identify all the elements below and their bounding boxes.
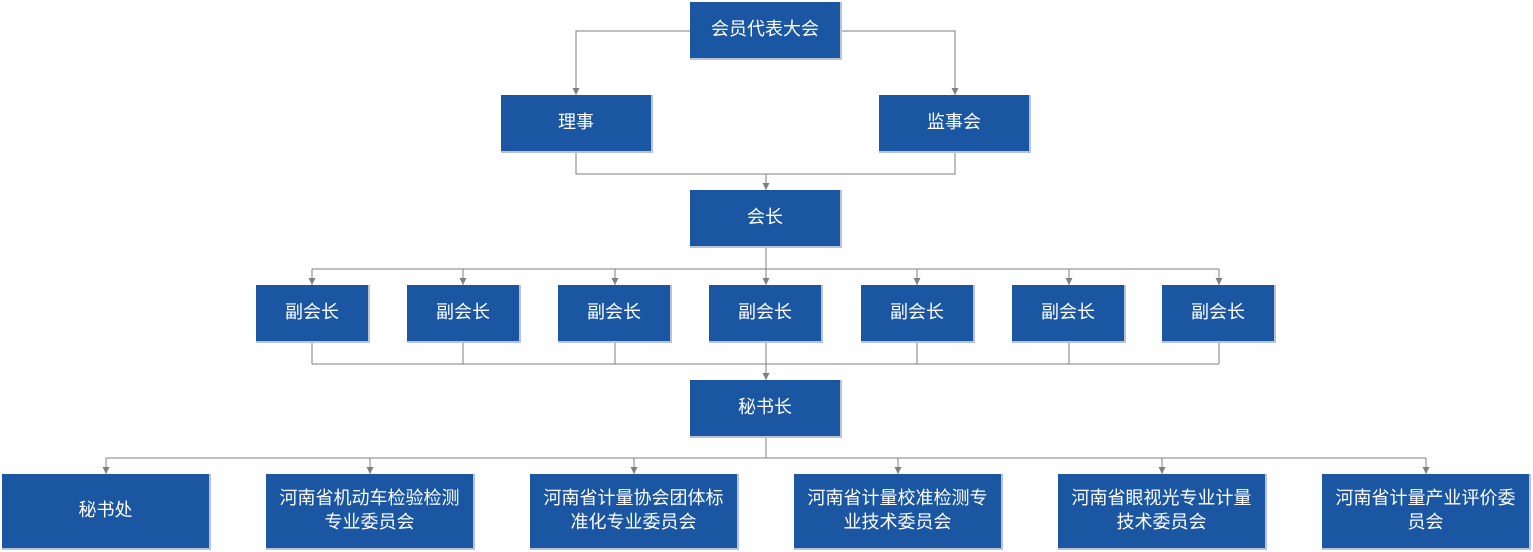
node-council: 理事	[501, 95, 653, 153]
node-president: 会长	[690, 190, 842, 248]
node-committee-group-standardization: 河南省计量协会团体标准化专业委员会	[530, 474, 739, 550]
node-vice-president: 副会长	[1012, 285, 1126, 343]
node-committee-calibration-testing: 河南省计量校准检测专业技术委员会	[794, 474, 1003, 550]
node-secretary-general: 秘书长	[690, 380, 842, 438]
connector-congress-to-council	[572, 30, 690, 95]
node-committee-industry-evaluation: 河南省计量产业评价委员会	[1322, 474, 1531, 550]
node-vice-president: 副会长	[1162, 285, 1276, 343]
node-vice-president: 副会长	[407, 285, 521, 343]
node-vice-president: 副会长	[256, 285, 370, 343]
node-committee-optometry-metrology: 河南省眼视光专业计量技术委员会	[1058, 474, 1267, 550]
node-members-congress: 会员代表大会	[690, 2, 842, 60]
node-vice-president: 副会长	[558, 285, 672, 343]
node-supervisory-board: 监事会	[879, 95, 1031, 153]
node-committee-vehicle-inspection: 河南省机动车检验检测专业委员会	[266, 474, 475, 550]
node-vice-president: 副会长	[709, 285, 823, 343]
node-vice-president: 副会长	[861, 285, 975, 343]
node-secretariat: 秘书处	[2, 474, 211, 550]
connector-board-merge	[575, 153, 956, 175]
connector-congress-to-supervisory	[842, 30, 959, 95]
